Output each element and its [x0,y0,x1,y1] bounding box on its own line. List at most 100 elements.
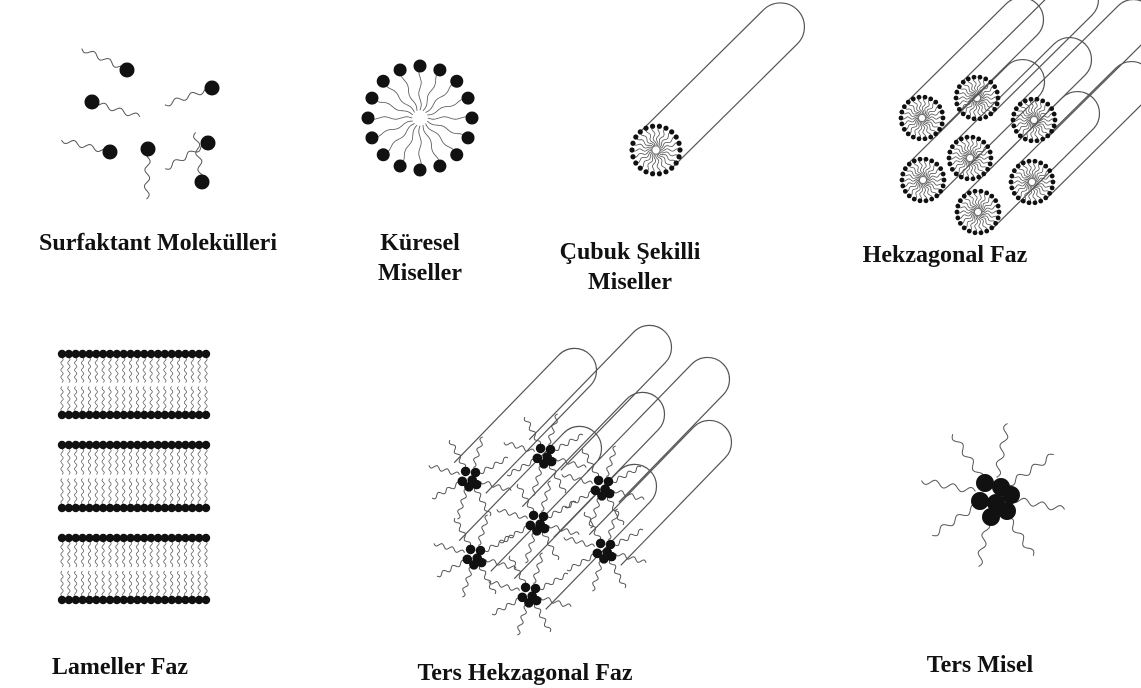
rod-outline [639,3,804,167]
hydrophobic-tail [143,387,145,416]
head-group [992,107,997,112]
hydrophobic-tail [136,387,138,416]
head-group [633,134,638,139]
hydrophobic-tail [177,387,179,416]
hydrophobic-tail [95,354,97,383]
hydrophobic-tail [980,196,992,210]
hydrophobic-tail [480,457,508,473]
hydrophobic-tail [136,354,138,383]
hydrophobic-tail [565,491,593,507]
head-group [433,63,446,76]
hydrophobic-tail [1018,184,1030,198]
head-group [1038,199,1043,204]
hydrophobic-tail [184,538,186,567]
head-group [536,444,546,454]
head-group [1023,98,1028,103]
head-group [524,598,534,608]
head-group [674,160,679,165]
hydrophobic-tail [615,529,643,545]
head-group [988,162,993,167]
hydrophobic-tail [1034,99,1037,117]
head-group [957,107,962,112]
head-group [981,140,986,145]
head-group [903,189,908,194]
hydrophobic-tail [81,445,83,475]
hydrophobic-tail [95,479,97,509]
head-group [643,169,648,174]
head-group [532,526,542,536]
hydrophobic-tail [1012,176,1029,181]
hydrophobic-tail [68,354,70,383]
head-group [643,126,648,131]
hydrophobic-tail [658,132,671,147]
head-group [940,122,945,127]
head-group [954,90,959,95]
head-group [917,95,922,100]
hydrophobic-tail [613,466,641,482]
head-group [906,131,911,136]
hydrophobic-tail [1037,121,1054,126]
head-group [1043,195,1048,200]
head-group [1040,137,1045,142]
hydrophobic-tail [157,571,159,600]
hydrophobic-tail [184,387,186,416]
label-spherical-line1: Küresel [355,228,485,258]
head-group [462,131,475,144]
head-group [957,84,962,89]
head-group [988,80,993,85]
hydrophobic-tail [150,387,152,416]
spherical-micelle-illustration [362,60,479,177]
hydrophobic-tail [61,538,63,567]
head-group [983,115,988,120]
label-reverse-micelle: Ters Misel [900,650,1060,680]
head-group [900,172,905,177]
head-group [1053,118,1058,123]
hydrophobic-tail [129,354,131,383]
hydrophobic-tail [184,571,186,600]
hydrophobic-tail [368,117,412,119]
hydrophobic-tail [191,571,193,600]
hydrophobic-tail [932,505,978,536]
hydrophobic-tail [143,538,145,567]
hydrophobic-tail [198,387,200,416]
head-group [903,166,908,171]
head-group [597,491,607,501]
hydrophobic-tail [171,479,173,509]
hydrophobic-tail [996,424,1008,478]
hydrophobic-tail [970,137,973,155]
hydrophobic-tail [474,488,490,516]
hydrophobic-tail [592,561,601,592]
head-group [629,147,634,152]
head-group [983,76,988,81]
head-group [657,124,662,129]
hydrophobic-tail [61,479,63,509]
head-group [934,162,939,167]
hydrophobic-tail [109,387,111,416]
head-group [954,140,959,145]
head-group [596,539,606,549]
hydrophobic-tail [68,538,70,567]
hydrophobic-tail [372,121,413,138]
hydrophobic-tail [88,445,90,475]
head-group [971,492,989,510]
hydrophobic-tail [198,445,200,475]
hydrophobic-tail [95,387,97,416]
head-group [1016,195,1021,200]
head-group [954,171,959,176]
hydrophobic-tail [925,119,942,124]
hydrophobic-tail [981,206,998,212]
hydrophobic-tail [81,571,83,600]
hydrophobic-tail [926,181,943,186]
head-group [937,104,942,109]
hydrophobic-tail [61,354,63,383]
hydrophobic-tail [950,158,967,164]
hydrophobic-tail [191,445,193,475]
head-group [365,131,378,144]
head-group [377,148,390,161]
hydrophobic-tail [517,605,526,636]
head-group [394,63,407,76]
head-group [1049,106,1054,111]
label-spherical-micelles: Küresel Miseller [355,228,485,288]
hydrophobic-tail [102,354,104,383]
hydrophobic-tail [429,465,460,474]
